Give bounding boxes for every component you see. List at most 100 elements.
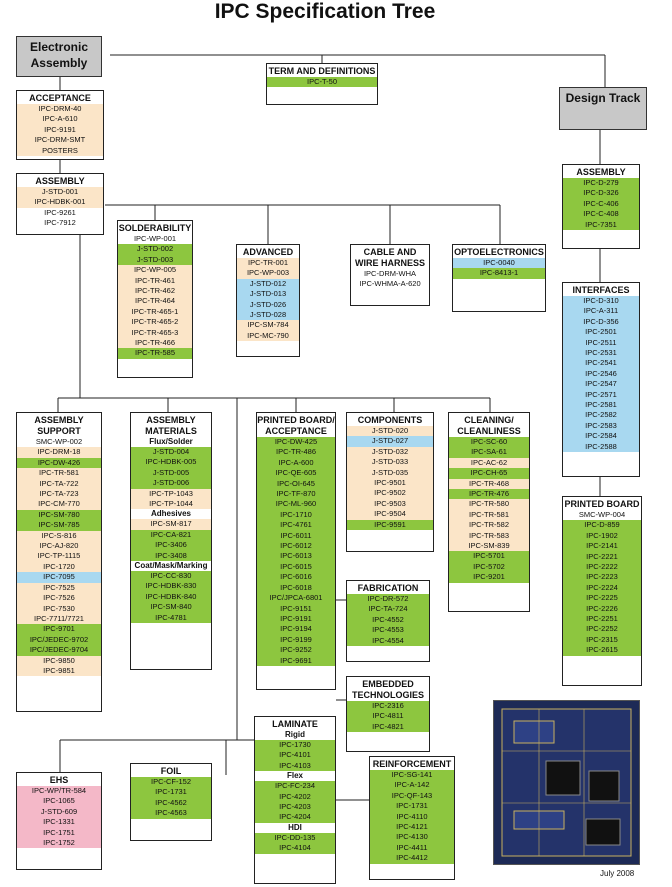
spec-item: IPC-C-406 bbox=[563, 198, 639, 210]
spec-item: IPC-7526 bbox=[17, 593, 101, 604]
spec-item: IPC-4761 bbox=[257, 520, 335, 531]
spec-item: IPC-1065 bbox=[17, 796, 101, 807]
spec-item: IPC-1331 bbox=[17, 817, 101, 828]
box-title: ASSEMBLY bbox=[35, 176, 85, 186]
spec-item: IPC-9194 bbox=[257, 624, 335, 635]
spec-item: IPC-TR-580 bbox=[449, 499, 529, 510]
spec-item: IPC-2251 bbox=[563, 614, 641, 625]
spec-item: IPC-SM-780 bbox=[17, 509, 101, 521]
spec-item: IPC-CC-830 bbox=[131, 571, 211, 582]
spec-item: IPC-4110 bbox=[370, 811, 454, 823]
spec-item: IPC-DW-425 bbox=[257, 437, 335, 448]
spec-item: IPC-5702 bbox=[449, 561, 529, 573]
spec-item: IPC-CF-152 bbox=[131, 777, 211, 788]
date-label: July 2008 bbox=[600, 869, 635, 878]
spec-item: IPC-9504 bbox=[347, 509, 433, 520]
spec-item: IPC-SC-60 bbox=[449, 437, 529, 448]
spec-item: IPC-TR-476 bbox=[449, 489, 529, 500]
spec-item: IPC-2221 bbox=[563, 551, 641, 563]
spec-item: J-STD-028 bbox=[237, 310, 299, 321]
spec-item: IPC-QE-605 bbox=[257, 468, 335, 479]
spec-item: IPC-1731 bbox=[131, 787, 211, 798]
group-label: Coat/Mask/Marking bbox=[134, 561, 208, 571]
spec-item: IPC-4204 bbox=[255, 812, 335, 823]
spec-item: IPC-1710 bbox=[257, 509, 335, 521]
spec-item: IPC-TP-1115 bbox=[17, 551, 101, 562]
box-title: FOIL bbox=[160, 766, 182, 776]
spec-item: POSTERS bbox=[17, 145, 103, 157]
spec-item: SMC-WP-004 bbox=[563, 510, 641, 521]
box-title: EHS bbox=[49, 775, 69, 785]
box-title: LAMINATE bbox=[272, 719, 318, 729]
spec-item: J-STD-033 bbox=[347, 457, 433, 468]
spec-item: IPC-4130 bbox=[370, 832, 454, 843]
box-title: PRINTED BOARD/ ACCEPTANCE bbox=[257, 415, 335, 436]
spec-item: IPC-TR-468 bbox=[449, 478, 529, 490]
spec-item: IPC-4554 bbox=[347, 635, 429, 647]
spec-item: IPC-TF-870 bbox=[257, 489, 335, 500]
spec-item: IPC-TR-462 bbox=[118, 286, 192, 297]
spec-item: IPC-TR-464 bbox=[118, 296, 192, 307]
spec-item: IPC-2571 bbox=[563, 389, 639, 401]
spec-item: IPC-CA-821 bbox=[131, 529, 211, 541]
spec-item: IPC-2501 bbox=[563, 327, 639, 338]
spec-item: IPC-TR-466 bbox=[118, 338, 192, 349]
spec-item: IPC-DRM-SMT bbox=[17, 135, 103, 146]
spec-item: IPC-9151 bbox=[257, 603, 335, 614]
spec-item: IPC-3406 bbox=[131, 540, 211, 551]
spec-item: IPC-AJ-820 bbox=[17, 541, 101, 552]
spec-item: IPC-7711/7721 bbox=[17, 613, 101, 625]
electronic-assembly-box: Electronic Assembly bbox=[16, 36, 102, 77]
spec-item: IPC-DRM-WHA bbox=[351, 269, 429, 280]
spec-item: IPC-4552 bbox=[347, 614, 429, 626]
spec-item: IPC-2225 bbox=[563, 593, 641, 604]
spec-item: IPC-SM-839 bbox=[449, 541, 529, 552]
spec-item: IPC-7530 bbox=[17, 603, 101, 614]
spec-item: IPC-A-311 bbox=[563, 306, 639, 317]
spec-item: IPC/JPCA-6801 bbox=[257, 593, 335, 604]
spec-item: IPC-SA-61 bbox=[449, 447, 529, 458]
spec-item: IPC-9591 bbox=[347, 519, 433, 531]
spec-item: IPC-5701 bbox=[449, 551, 529, 562]
page-title: IPC Specification Tree bbox=[214, 0, 436, 23]
spec-item: IPC-9701 bbox=[17, 624, 101, 635]
spec-item: IPC-TR-585 bbox=[118, 348, 192, 359]
spec-item: IPC-SM-784 bbox=[237, 320, 299, 331]
spec-item: IPC-2541 bbox=[563, 358, 639, 369]
spec-item: IPC-D-326 bbox=[563, 188, 639, 199]
spec-item: IPC-9201 bbox=[449, 572, 529, 583]
group-label: Rigid bbox=[285, 730, 305, 739]
spec-item: J-STD-005 bbox=[131, 467, 211, 479]
spec-item: IPC-9252 bbox=[257, 645, 335, 656]
spec-item: IPC-CM-770 bbox=[17, 499, 101, 510]
spec-item: IPC-8413-1 bbox=[453, 268, 545, 279]
spec-item: IPC-TR-581 bbox=[449, 509, 529, 521]
spec-item: IPC-4781 bbox=[131, 612, 211, 624]
spec-item: IPC-2223 bbox=[563, 572, 641, 583]
box-title: ASSEMBLY MATERIALS bbox=[145, 415, 197, 436]
spec-item: IPC-4203 bbox=[255, 802, 335, 813]
spec-item: IPC-TR-581 bbox=[17, 468, 101, 479]
spec-item: IPC/JEDEC-9702 bbox=[17, 634, 101, 646]
spec-item: IPC-FC-234 bbox=[255, 781, 335, 792]
spec-item: IPC-6016 bbox=[257, 572, 335, 583]
spec-item: IPC-TR-582 bbox=[449, 520, 529, 531]
spec-item: IPC-9191 bbox=[17, 124, 103, 136]
spec-item: IPC-2316 bbox=[347, 701, 429, 712]
group-label: Adhesives bbox=[150, 509, 192, 519]
spec-item: J-STD-003 bbox=[118, 254, 192, 266]
spec-item: IPC-1720 bbox=[17, 561, 101, 573]
spec-item: IPC-6015 bbox=[257, 561, 335, 573]
spec-item: IPC-DW-426 bbox=[17, 457, 101, 469]
